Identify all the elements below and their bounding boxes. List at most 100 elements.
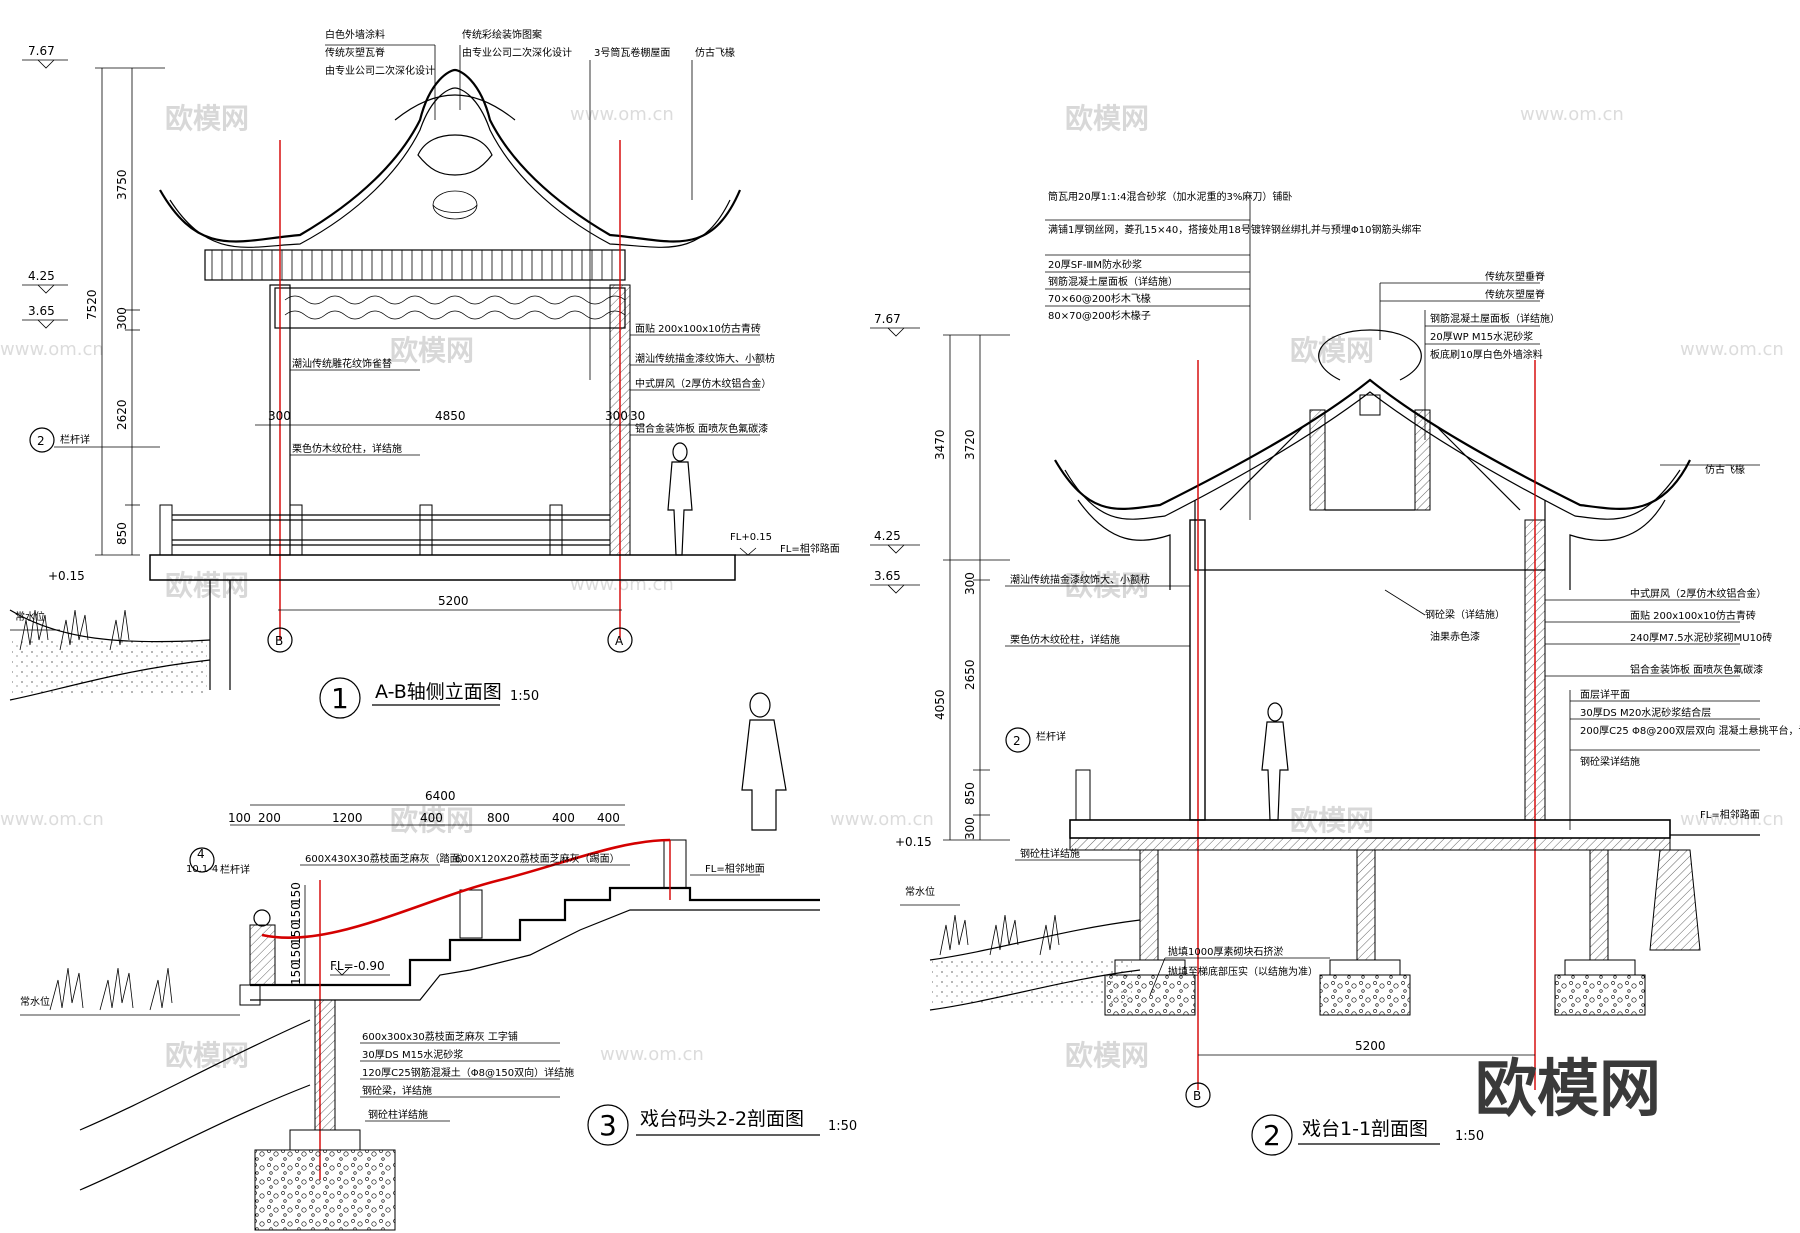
watermark-brand: 欧模网 [165, 102, 249, 135]
svg-text:筒瓦用20厚1:1:4混合砂浆（加水泥重的3%麻刀）铺卧: 筒瓦用20厚1:1:4混合砂浆（加水泥重的3%麻刀）铺卧 [1048, 190, 1292, 203]
svg-text:传统灰塑屋脊: 传统灰塑屋脊 [1485, 288, 1545, 301]
svg-text:4: 4 [197, 847, 205, 861]
drawing-2-section: 7.67 4.25 3.65 +0.15 3470 3720 300 4050 … [870, 190, 1800, 1156]
rafter-ends [211, 250, 613, 280]
watermark-brand: 欧模网 [390, 804, 474, 837]
watermark-brand: 欧模网 [1290, 334, 1374, 367]
svg-text:常水位: 常水位 [905, 885, 935, 898]
svg-text:FL=相邻路面: FL=相邻路面 [1700, 808, 1760, 821]
svg-text:150: 150 [289, 882, 303, 905]
svg-text:白色外墙涂料: 白色外墙涂料 [325, 28, 385, 41]
watermark-site: www.om.cn [1680, 809, 1784, 830]
human-scale-figure [667, 442, 693, 556]
horizontal-dimensions: 6400 100 200 1200 400 800 400 400 [228, 789, 625, 826]
svg-text:300: 300 [115, 307, 129, 330]
svg-text:5200: 5200 [438, 594, 469, 608]
watermark-site: www.om.cn [1520, 104, 1624, 125]
svg-text:4.25: 4.25 [874, 529, 901, 543]
svg-text:850: 850 [963, 782, 977, 805]
svg-text:钢筋混凝土屋面板（详结施）: 钢筋混凝土屋面板（详结施） [1048, 275, 1178, 288]
drawing-3-dock-section: 6400 100 200 1200 400 800 400 400 150 15… [20, 692, 857, 1231]
svg-text:钢砼柱详结施: 钢砼柱详结施 [1020, 847, 1080, 860]
watermark-brand: 欧模网 [390, 334, 474, 367]
svg-text:30: 30 [630, 409, 645, 423]
svg-text:200: 200 [258, 811, 281, 825]
watermark-brand: 欧模网 [1065, 1039, 1149, 1072]
svg-text:30厚DS M20水泥砂浆结合层: 30厚DS M20水泥砂浆结合层 [1580, 706, 1711, 719]
drawing-title-2: 2 戏台1-1剖面图 1:50 [1251, 1114, 1484, 1156]
svg-text:3号筒瓦卷棚屋面: 3号筒瓦卷棚屋面 [594, 46, 670, 59]
svg-text:栗色仿木纹砼柱，详结施: 栗色仿木纹砼柱，详结施 [292, 442, 402, 455]
svg-text:板底刷10厚白色外墙涂料: 板底刷10厚白色外墙涂料 [1430, 348, 1543, 361]
pavilion-roof [159, 68, 742, 329]
svg-text:潮汕传统雕花纹饰雀替: 潮汕传统雕花纹饰雀替 [292, 357, 392, 370]
platform: FL+0.15 FL=相邻路面 常水位 [9, 532, 840, 701]
human-scale-figure [1261, 702, 1289, 821]
vertical-dimensions: 3470 3720 300 4050 2650 850 300 [933, 334, 1010, 841]
svg-text:3: 3 [599, 1109, 617, 1142]
svg-text:2650: 2650 [963, 659, 977, 690]
elevation-marks: 7.67 4.25 3.65 +0.15 [22, 44, 85, 583]
svg-text:栗色仿木纹砼柱，详结施: 栗色仿木纹砼柱，详结施 [1010, 633, 1120, 646]
svg-text:传统灰塑垂脊: 传统灰塑垂脊 [1485, 270, 1545, 283]
svg-text:A: A [615, 634, 624, 648]
svg-text:传统彩绘装饰图案: 传统彩绘装饰图案 [462, 28, 542, 41]
svg-text:3.65: 3.65 [28, 304, 55, 318]
watermark-site: www.om.cn [0, 809, 104, 830]
svg-text:150: 150 [289, 942, 303, 965]
watermark-site: www.om.cn [570, 104, 674, 125]
svg-text:4050: 4050 [933, 689, 947, 720]
svg-text:7520: 7520 [85, 289, 99, 320]
svg-text:5200: 5200 [1355, 1039, 1386, 1053]
svg-text:常水位: 常水位 [20, 995, 50, 1008]
svg-text:常水位: 常水位 [15, 610, 45, 623]
svg-text:铝合金装饰板 面喷灰色氟碳漆: 铝合金装饰板 面喷灰色氟碳漆 [1630, 663, 1763, 676]
rail-callout: 2 栏杆详 [29, 427, 160, 453]
svg-text:FL=相邻地面: FL=相邻地面 [705, 862, 765, 875]
svg-text:栏杆详: 栏杆详 [1036, 730, 1066, 743]
svg-text:150: 150 [289, 962, 303, 985]
piers-footings [1104, 849, 1701, 1016]
svg-text:400: 400 [597, 811, 620, 825]
svg-text:300: 300 [268, 409, 291, 423]
watermark-layer: 欧模网 www.om.cn 欧模网 www.om.cn www.om.cn 欧模… [0, 102, 1784, 1072]
pavilion-columns [269, 140, 631, 640]
svg-text:栏杆详: 栏杆详 [220, 863, 250, 876]
svg-text:3470: 3470 [933, 429, 947, 460]
svg-text:3750: 3750 [115, 169, 129, 200]
svg-text:120厚C25钢筋混凝土（Φ8@150双向）详结施: 120厚C25钢筋混凝土（Φ8@150双向）详结施 [362, 1066, 574, 1079]
svg-text:铝合金装饰板 面喷灰色氟碳漆: 铝合金装饰板 面喷灰色氟碳漆 [635, 422, 768, 435]
svg-text:抛填1000厚素砌块石挤淤: 抛填1000厚素砌块石挤淤 [1168, 945, 1283, 958]
svg-text:30厚DS M15水泥砂浆: 30厚DS M15水泥砂浆 [362, 1048, 463, 1061]
svg-text:传统灰塑瓦脊: 传统灰塑瓦脊 [325, 46, 385, 59]
svg-text:2620: 2620 [115, 399, 129, 430]
svg-text:2: 2 [37, 434, 45, 448]
svg-text:400: 400 [552, 811, 575, 825]
svg-text:1:50: 1:50 [828, 1119, 857, 1134]
svg-text:150: 150 [289, 922, 303, 945]
svg-text:满铺1厚钢丝网，菱孔15×40，搭接处用18号镀锌钢丝绑扎并: 满铺1厚钢丝网，菱孔15×40，搭接处用18号镀锌钢丝绑扎并与预埋Φ10钢筋头绑… [1048, 223, 1422, 236]
svg-text:B: B [275, 634, 283, 648]
drawing-1-elevation: 7.67 4.25 3.65 +0.15 3750 7520 300 2620 … [9, 28, 840, 719]
svg-text:潮汕传统描金漆纹饰大、小额枋: 潮汕传统描金漆纹饰大、小额枋 [1010, 573, 1150, 586]
svg-text:3.65: 3.65 [874, 569, 901, 583]
svg-text:2: 2 [1263, 1119, 1281, 1152]
svg-text:戏台1-1剖面图: 戏台1-1剖面图 [1302, 1118, 1428, 1140]
svg-text:面贴 200x100x10仿古青砖: 面贴 200x100x10仿古青砖 [635, 322, 761, 335]
svg-text:600x300x30荔枝面芝麻灰 工字铺: 600x300x30荔枝面芝麻灰 工字铺 [362, 1030, 518, 1043]
svg-text:7.67: 7.67 [28, 44, 55, 58]
chain-rail [261, 838, 671, 940]
svg-text:栏杆详: 栏杆详 [60, 433, 90, 446]
svg-text:FL=相邻路面: FL=相邻路面 [780, 542, 840, 555]
watermark-site: www.om.cn [570, 574, 674, 595]
watermark-brand: 欧模网 [1065, 569, 1149, 602]
svg-text:80×70@200杉木椽子: 80×70@200杉木椽子 [1048, 309, 1151, 322]
svg-text:20厚SF-ⅢM防水砂浆: 20厚SF-ⅢM防水砂浆 [1048, 258, 1142, 271]
railing [159, 504, 610, 556]
watermark-site: www.om.cn [0, 339, 104, 360]
elevation-marks: 7.67 4.25 3.65 +0.15 [870, 312, 932, 849]
svg-text:面贴 200x100x10仿古青砖: 面贴 200x100x10仿古青砖 [1630, 609, 1756, 622]
svg-text:+0.15: +0.15 [895, 835, 932, 849]
svg-text:A-B轴侧立面图: A-B轴侧立面图 [375, 681, 502, 703]
svg-text:6400: 6400 [425, 789, 456, 803]
